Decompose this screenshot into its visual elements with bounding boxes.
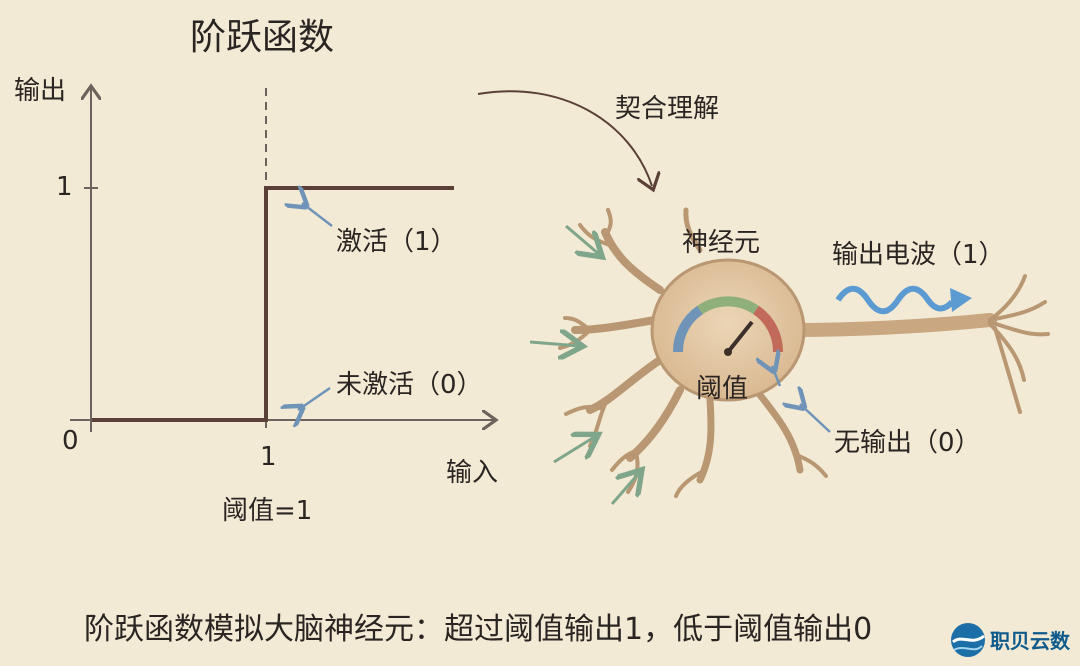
inactive-label: 未激活（0）	[336, 370, 483, 400]
input-arrow-2	[529, 342, 580, 346]
gauge-needle	[726, 320, 754, 354]
threshold-arrow	[772, 366, 780, 387]
x-tick-1-label: 1	[260, 442, 277, 472]
step-graph	[70, 88, 494, 432]
output-wave-arrowhead	[950, 288, 972, 312]
input-arrow-4	[610, 472, 640, 505]
x-axis-label: 输入	[446, 458, 499, 488]
fit-curve-arrow	[477, 90, 652, 186]
caption: 阶跃函数模拟大脑神经元：超过阈值输出1，低于阈值输出0	[84, 612, 873, 647]
output-wave-label: 输出电波（1）	[832, 240, 1005, 270]
threshold-equation-label: 阈值=1	[222, 496, 313, 526]
diagram-title: 阶跃函数	[190, 17, 335, 58]
neuron-threshold-label: 阈值	[696, 374, 749, 404]
activated-label: 激活（1）	[336, 227, 457, 257]
brand-name: 职贝云数	[990, 629, 1070, 653]
output-wave	[835, 285, 955, 315]
no-output-label: 无输出（0）	[834, 428, 981, 458]
step-function-line	[92, 186, 454, 422]
y-tick-1-label: 1	[56, 172, 73, 202]
origin-label: 0	[62, 426, 79, 456]
fit-label: 契合理解	[615, 94, 720, 124]
threshold-gauge	[672, 296, 784, 356]
brand-logo-icon	[951, 623, 985, 657]
inactive-arrow	[298, 386, 331, 410]
activated-arrow	[302, 203, 333, 227]
no-output-arrow	[800, 404, 831, 433]
neuron-label: 神经元	[682, 228, 761, 258]
input-arrow-1	[565, 224, 600, 255]
input-arrow-3	[553, 436, 596, 464]
y-axis-label: 输出	[14, 76, 67, 106]
